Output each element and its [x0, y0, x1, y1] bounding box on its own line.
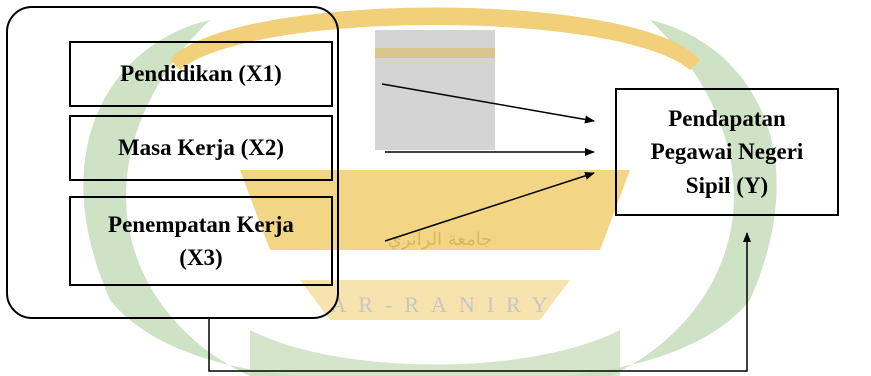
- node-pendidikan-label: Pendidikan (X1): [120, 61, 282, 87]
- independent-variables-group: [6, 6, 339, 319]
- node-penempatan-kerja: Penempatan Kerja (X3): [69, 196, 333, 286]
- node-penempatan-kerja-label: Penempatan Kerja (X3): [108, 211, 294, 270]
- watermark-left-leaf: [83, 20, 300, 376]
- node-masa-kerja-label: Masa Kerja (X2): [117, 135, 285, 161]
- node-pendidikan: Pendidikan (X1): [69, 41, 333, 107]
- arrow-x3-to-y: [384, 171, 595, 242]
- watermark-gold-arch: [170, 7, 700, 70]
- arrow-x1-to-y: [381, 83, 595, 124]
- node-pendapatan-pns-label: Pendapatan Pegawai Negeri Sipil (Y): [650, 105, 804, 198]
- node-masa-kerja: Masa Kerja (X2): [69, 115, 333, 181]
- node-pendapatan-pns: Pendapatan Pegawai Negeri Sipil (Y): [615, 88, 839, 216]
